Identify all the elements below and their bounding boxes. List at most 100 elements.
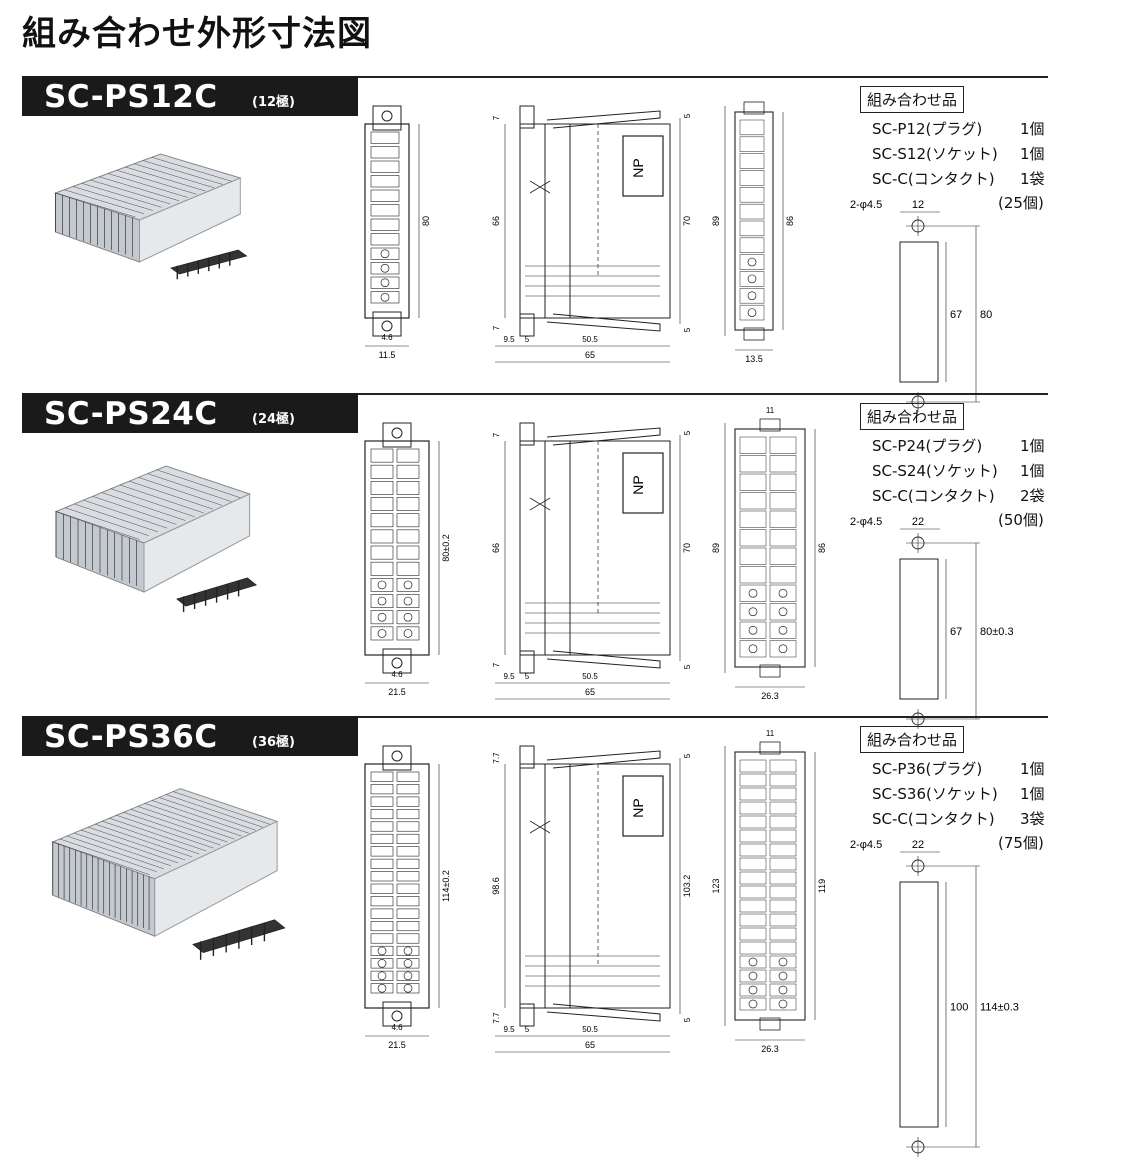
dimension-label: 9.5 [503, 1025, 515, 1034]
section-divider [358, 716, 1048, 718]
dimension-label: 89 [711, 216, 721, 226]
dimension-label: 66 [491, 216, 501, 226]
dimension-label: 86 [785, 216, 795, 226]
item-name: SC-P36(プラグ) [872, 760, 983, 778]
dimension-label: 7 [492, 432, 501, 437]
rear-view: 89 86 26.3 11 [711, 406, 827, 701]
combination-item: SC-C(コンタクト)2袋 [872, 485, 1045, 506]
combination-item: SC-S24(ソケット)1個 [872, 460, 1045, 481]
dimension-label: 4.6 [391, 670, 403, 679]
mounting-hole-diagram: 2-φ4.5 22 100 114±0.3 [850, 839, 1019, 1157]
section-divider [358, 76, 1048, 78]
item-name: SC-S36(ソケット) [872, 785, 998, 803]
dimension-label: 5 [525, 335, 530, 344]
dimension-label: 5 [525, 672, 530, 681]
combination-item: SC-C(コンタクト) 1袋 [872, 168, 1045, 189]
dimension-label: 26.3 [761, 1044, 779, 1054]
dimension-label: 7 [492, 115, 501, 120]
dimension-label: 67 [950, 309, 962, 321]
dimension-label: 22 [912, 516, 924, 528]
product-photo [53, 153, 248, 280]
product-photo [54, 465, 258, 613]
dimension-label: 11.5 [379, 350, 396, 360]
front-view: 80 11.5 4.6 [364, 105, 431, 360]
dimension-label: 21.5 [388, 1040, 406, 1050]
model-name: SC-PS12C [44, 79, 218, 115]
dimension-label: 114±0.3 [980, 1002, 1019, 1014]
item-qty: 1個 [1020, 145, 1045, 163]
section-divider [358, 393, 1048, 395]
combination-item: SC-C(コンタクト) 3袋 [872, 808, 1045, 829]
dimension-label: 80±0.2 [441, 534, 451, 561]
item-qty: 1個 [1020, 437, 1045, 455]
model-name: SC-PS36C [44, 719, 218, 755]
dimension-label: 119 [817, 879, 827, 893]
dimension-label: 50.5 [582, 672, 598, 681]
dimension-label: 65 [585, 1040, 595, 1050]
page-title: 組み合わせ外形寸法図 [22, 14, 372, 54]
dimension-label: 7 [492, 662, 501, 667]
dimension-label: 22 [912, 839, 924, 851]
dimension-label: 5 [683, 430, 692, 435]
dimension-label: 9.5 [503, 335, 515, 344]
dimension-label: 13.5 [745, 354, 763, 364]
product-photo [51, 788, 286, 960]
item-name: SC-C(コンタクト) [872, 487, 995, 505]
pole-count: (24極) [252, 412, 295, 427]
dimension-label: 11 [766, 406, 775, 415]
dimension-label: 5 [683, 753, 692, 758]
dimension-label: 123 [711, 878, 721, 893]
combination-title: 組み合わせ品 [860, 726, 965, 753]
dimension-label: 5 [683, 327, 692, 332]
dimension-label: 80 [421, 216, 431, 226]
dimension-label: 86 [817, 543, 827, 553]
item-qty: 1個 [1020, 462, 1045, 480]
dimension-label: 5 [683, 113, 692, 118]
rear-view: 89 86 13.5 [711, 101, 795, 364]
dimension-label: 5 [525, 1025, 530, 1034]
pole-count: (36極) [252, 735, 295, 750]
model-name: SC-PS24C [44, 396, 218, 432]
dimension-label: 100 [950, 1002, 968, 1014]
dimension-label: 7.7 [492, 1012, 501, 1024]
dimension-label: 21.5 [388, 687, 406, 697]
mount-holes-label: 2-φ4.5 [850, 516, 882, 528]
item-qty: 1袋 [1020, 170, 1045, 188]
dimension-label: 26.3 [761, 691, 779, 701]
dimension-label: 4.6 [381, 333, 393, 342]
model-banner: SC-PS36C (36極) [22, 716, 358, 756]
dimension-label: 70 [682, 543, 692, 553]
dimension-label: 5 [683, 664, 692, 669]
dimension-label: 89 [711, 543, 721, 553]
combination-item: SC-P36(プラグ) 1個 [872, 758, 1045, 779]
dimension-label: 7.7 [492, 752, 501, 764]
combination-title: 組み合わせ品 [860, 403, 965, 430]
dimension-label: 5 [683, 1017, 692, 1022]
dimension-label: 80±0.3 [980, 626, 1014, 638]
dimension-label: 67 [950, 626, 962, 638]
combination-item: SC-P12(プラグ)1個 [872, 118, 1045, 139]
item-name: SC-C(コンタクト) [872, 810, 995, 828]
item-name: SC-P12(プラグ) [872, 120, 983, 138]
item-qty: 1個 [1020, 760, 1045, 778]
dimension-label: 70 [682, 216, 692, 226]
item-qty: 3袋 [1020, 810, 1045, 828]
dimension-label: 80 [980, 309, 992, 321]
item-name: SC-P24(プラグ) [872, 437, 983, 455]
combination-item: SC-P24(プラグ) 1個 [872, 435, 1045, 456]
contact-count-note: (25個) [998, 194, 1044, 212]
contact-count-note: (50個) [998, 511, 1044, 529]
model-banner: SC-PS24C (24極) [22, 393, 358, 433]
item-name: SC-C(コンタクト) [872, 170, 995, 188]
np-label: NP [630, 158, 646, 177]
front-view: 114±0.221.54.6 [364, 745, 451, 1050]
mount-holes-label: 2-φ4.5 [850, 839, 882, 851]
dimension-label: 65 [585, 350, 595, 360]
